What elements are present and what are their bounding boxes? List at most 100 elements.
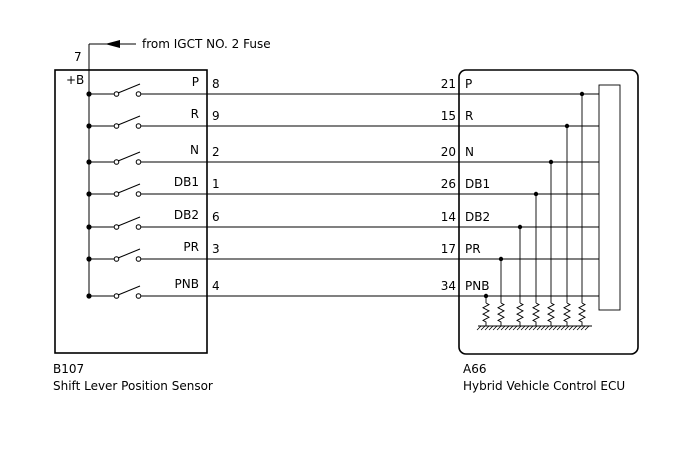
sensor-signal-label: R: [191, 107, 199, 121]
sensor-signal-label: N: [190, 143, 199, 157]
switch-contact: [135, 159, 142, 165]
sensor-signal-label: DB2: [174, 208, 199, 222]
pulldown-resistor-icon: [578, 302, 586, 326]
ground-hatch-line: [540, 325, 546, 331]
fuse-arrow-icon: [105, 40, 120, 48]
ground-hatch-line: [512, 325, 518, 331]
ecu-internal-block: [598, 84, 621, 311]
circuit-pnb: PNB 4 34 PNB: [86, 277, 599, 326]
ground-hatch-line: [528, 325, 534, 331]
ground-hatch-line: [524, 325, 530, 331]
switch-contact: [113, 256, 120, 262]
ecu-pin-number: 17: [441, 242, 456, 256]
switch-contact: [113, 191, 120, 197]
ground-hatch-line: [580, 325, 586, 331]
sensor-pin-number: 2: [212, 145, 220, 159]
ecu-signal-label: P: [465, 77, 472, 91]
ground-hatch-line: [548, 325, 554, 331]
ecu-signal-label: PNB: [465, 279, 489, 293]
ground-hatch-line: [560, 325, 566, 331]
switch-contact: [113, 123, 120, 129]
fuse-label: from IGCT NO. 2 Fuse: [142, 37, 271, 51]
switch-blade: [117, 83, 141, 94]
pulldown-resistor-icon: [563, 302, 571, 326]
pulldown-resistor-icon: [497, 302, 505, 326]
sensor-signal-label: PR: [183, 240, 199, 254]
sensor-signal-label: P: [192, 75, 199, 89]
switch-contact: [135, 224, 142, 230]
switch-contact: [113, 224, 120, 230]
ground-hatch-line: [572, 325, 578, 331]
ecu-box: [458, 69, 639, 355]
switch-blade: [117, 248, 141, 259]
ground-hatch-line: [536, 325, 542, 331]
ecu-signal-label: PR: [465, 242, 481, 256]
ecu-pin-number: 26: [441, 177, 456, 191]
ground-hatch-line: [500, 325, 506, 331]
ecu-name: Hybrid Vehicle Control ECU: [463, 379, 625, 393]
ecu-signal-label: DB2: [465, 210, 490, 224]
circuit-db1: DB1 1 26 DB1: [86, 175, 599, 326]
switch-contact: [113, 159, 120, 165]
ground-hatch-line: [476, 325, 482, 331]
ecu-pin-number: 34: [441, 279, 456, 293]
switch-contact: [135, 256, 142, 262]
sensor-code: B107: [53, 362, 84, 376]
ecu-pin-number: 21: [441, 77, 456, 91]
ecu-signal-label: R: [465, 109, 473, 123]
sensor-name: Shift Lever Position Sensor: [53, 379, 213, 393]
sensor-pin-number: 9: [212, 109, 220, 123]
ground-hatch-line: [488, 325, 494, 331]
switch-blade: [117, 285, 141, 296]
ground-hatch-line: [496, 325, 502, 331]
switch-contact: [113, 293, 120, 299]
ground-hatch-line: [504, 325, 510, 331]
pulldown-resistor-icon: [547, 302, 555, 326]
switch-blade: [117, 216, 141, 227]
switch-contact: [113, 91, 120, 97]
sensor-pin-number: 4: [212, 279, 220, 293]
sensor-signal-label: PNB: [175, 277, 199, 291]
ground-hatch-line: [484, 325, 490, 331]
ground-hatch-line: [568, 325, 574, 331]
pulldown-resistor-icon: [516, 302, 524, 326]
pulldown-resistor-icon: [532, 302, 540, 326]
ground-hatch-line: [516, 325, 522, 331]
sensor-pin-number: 8: [212, 77, 220, 91]
sensor-pin-number: 1: [212, 177, 220, 191]
ground-hatch-line: [556, 325, 562, 331]
ground-hatch-line: [480, 325, 486, 331]
sensor-signal-label: DB1: [174, 175, 199, 189]
pulldown-resistor-icon: [482, 302, 490, 326]
ground-hatch-line: [492, 325, 498, 331]
switch-contact: [135, 91, 142, 97]
switch-contact: [135, 123, 142, 129]
fuse-terminal-number: 7: [74, 50, 82, 64]
switch-contact: [135, 293, 142, 299]
ground-hatch: [476, 325, 590, 331]
sensor-box: [54, 69, 208, 354]
ground-hatch-line: [564, 325, 570, 331]
ground-hatch-line: [576, 325, 582, 331]
ground-hatch-line: [584, 325, 590, 331]
ecu-pin-number: 20: [441, 145, 456, 159]
switch-blade: [117, 151, 141, 162]
ground-hatch-line: [552, 325, 558, 331]
switch-contact: [135, 191, 142, 197]
ground-symbol: [476, 325, 592, 331]
switch-blade: [117, 115, 141, 126]
sensor-power-label: +B: [66, 73, 84, 87]
ecu-signal-label: N: [465, 145, 474, 159]
sensor-pin-number: 6: [212, 210, 220, 224]
ecu-code: A66: [463, 362, 486, 376]
ecu-signal-label: DB1: [465, 177, 490, 191]
ground-hatch-line: [508, 325, 514, 331]
circuit-pr: PR 3 17 PR: [86, 240, 599, 326]
fuse-feed: 7 from IGCT NO. 2 Fuse: [74, 37, 271, 94]
sensor-pin-number: 3: [212, 242, 220, 256]
